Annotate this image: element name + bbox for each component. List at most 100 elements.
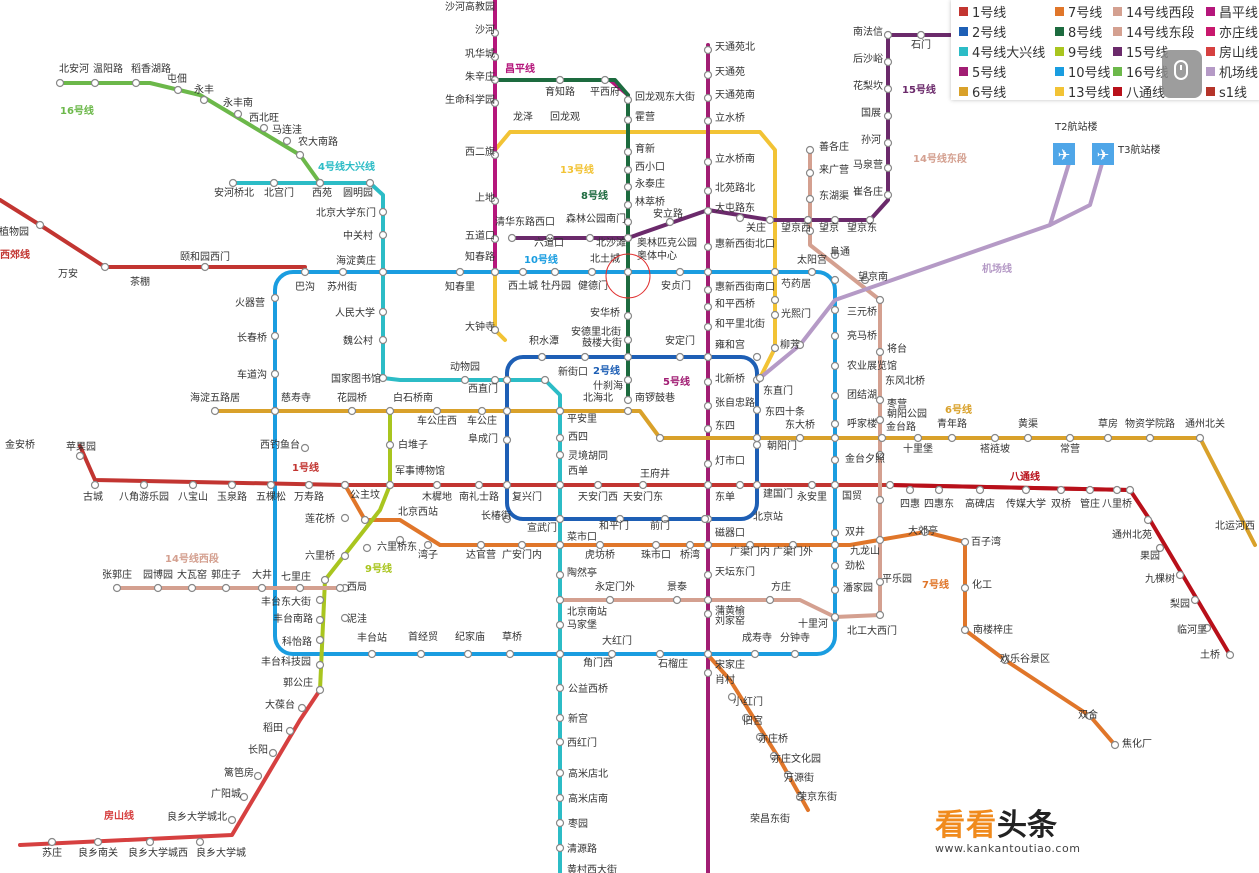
station-marker[interactable] (395, 535, 405, 545)
station-marker[interactable] (502, 480, 512, 490)
station-marker[interactable] (555, 480, 565, 490)
station-marker[interactable] (555, 514, 565, 524)
station-marker[interactable] (875, 347, 885, 357)
station-marker[interactable] (555, 737, 565, 747)
station-marker[interactable] (35, 220, 45, 230)
station-marker[interactable] (865, 215, 875, 225)
station-marker[interactable] (623, 352, 633, 362)
station-marker[interactable] (1202, 623, 1212, 633)
station-marker[interactable] (378, 335, 388, 345)
station-marker[interactable] (490, 267, 500, 277)
station-marker[interactable] (807, 480, 817, 490)
station-marker[interactable] (555, 793, 565, 803)
station-marker[interactable] (90, 480, 100, 490)
station-marker[interactable] (239, 792, 249, 802)
station-marker[interactable] (187, 583, 197, 593)
station-marker[interactable] (269, 178, 279, 188)
station-marker[interactable] (340, 551, 350, 561)
station-marker[interactable] (1000, 655, 1010, 665)
station-marker[interactable] (990, 433, 1000, 443)
station-marker[interactable] (555, 649, 565, 659)
station-marker[interactable] (703, 352, 713, 362)
station-marker[interactable] (660, 514, 670, 524)
station-marker[interactable] (672, 595, 682, 605)
station-marker[interactable] (623, 165, 633, 175)
station-marker[interactable] (518, 267, 528, 277)
station-marker[interactable] (860, 275, 870, 285)
station-marker[interactable] (1145, 433, 1155, 443)
station-marker[interactable] (623, 217, 633, 227)
station-marker[interactable] (490, 375, 500, 385)
station-marker[interactable] (830, 305, 840, 315)
station-marker[interactable] (703, 45, 713, 55)
station-marker[interactable] (315, 595, 325, 605)
station-marker[interactable] (685, 540, 695, 550)
station-marker[interactable] (703, 668, 713, 678)
station-marker[interactable] (727, 692, 737, 702)
station-marker[interactable] (1125, 485, 1135, 495)
station-marker[interactable] (347, 406, 357, 416)
station-marker[interactable] (765, 595, 775, 605)
station-marker[interactable] (270, 331, 280, 341)
station-marker[interactable] (703, 116, 713, 126)
station-marker[interactable] (703, 70, 713, 80)
station-marker[interactable] (502, 514, 512, 524)
station-marker[interactable] (623, 267, 633, 277)
station-marker[interactable] (233, 109, 243, 119)
station-marker[interactable] (741, 713, 751, 723)
station-marker[interactable] (875, 495, 885, 505)
station-marker[interactable] (830, 361, 840, 371)
station-marker[interactable] (830, 480, 840, 490)
station-marker[interactable] (883, 163, 893, 173)
station-marker[interactable] (805, 194, 815, 204)
station-marker[interactable] (788, 540, 798, 550)
station-marker[interactable] (975, 485, 985, 495)
station-marker[interactable] (651, 540, 661, 550)
station-marker[interactable] (367, 649, 377, 659)
station-marker[interactable] (703, 302, 713, 312)
station-marker[interactable] (883, 190, 893, 200)
station-marker[interactable] (188, 480, 198, 490)
station-marker[interactable] (555, 595, 565, 605)
station-marker[interactable] (830, 391, 840, 401)
station-marker[interactable] (75, 451, 85, 461)
station-marker[interactable] (1056, 485, 1066, 495)
station-marker[interactable] (423, 540, 433, 550)
station-marker[interactable] (623, 335, 633, 345)
station-marker[interactable] (195, 837, 205, 847)
station-marker[interactable] (378, 207, 388, 217)
station-marker[interactable] (703, 242, 713, 252)
station-marker[interactable] (490, 150, 500, 160)
station-marker[interactable] (555, 768, 565, 778)
station-marker[interactable] (297, 703, 307, 713)
station-marker[interactable] (765, 215, 775, 225)
station-marker[interactable] (221, 583, 231, 593)
station-marker[interactable] (638, 480, 648, 490)
station-marker[interactable] (1155, 543, 1165, 553)
station-marker[interactable] (257, 583, 267, 593)
station-marker[interactable] (655, 433, 665, 443)
station-marker[interactable] (830, 433, 840, 443)
station-marker[interactable] (378, 267, 388, 277)
station-marker[interactable] (830, 455, 840, 465)
station-marker[interactable] (378, 373, 388, 383)
station-marker[interactable] (555, 450, 565, 460)
station-marker[interactable] (282, 136, 292, 146)
station-marker[interactable] (385, 440, 395, 450)
station-marker[interactable] (555, 540, 565, 550)
station-marker[interactable] (378, 230, 388, 240)
station-marker[interactable] (703, 285, 713, 295)
station-marker[interactable] (555, 620, 565, 630)
station-marker[interactable] (416, 649, 426, 659)
station-marker[interactable] (502, 435, 512, 445)
station-marker[interactable] (883, 111, 893, 121)
station-marker[interactable] (545, 233, 555, 243)
station-marker[interactable] (623, 233, 633, 243)
station-marker[interactable] (253, 771, 263, 781)
station-marker[interactable] (830, 540, 840, 550)
station-marker[interactable] (703, 267, 713, 277)
station-marker[interactable] (378, 307, 388, 317)
station-marker[interactable] (1112, 485, 1122, 495)
station-marker[interactable] (703, 459, 713, 469)
station-marker[interactable] (112, 583, 122, 593)
